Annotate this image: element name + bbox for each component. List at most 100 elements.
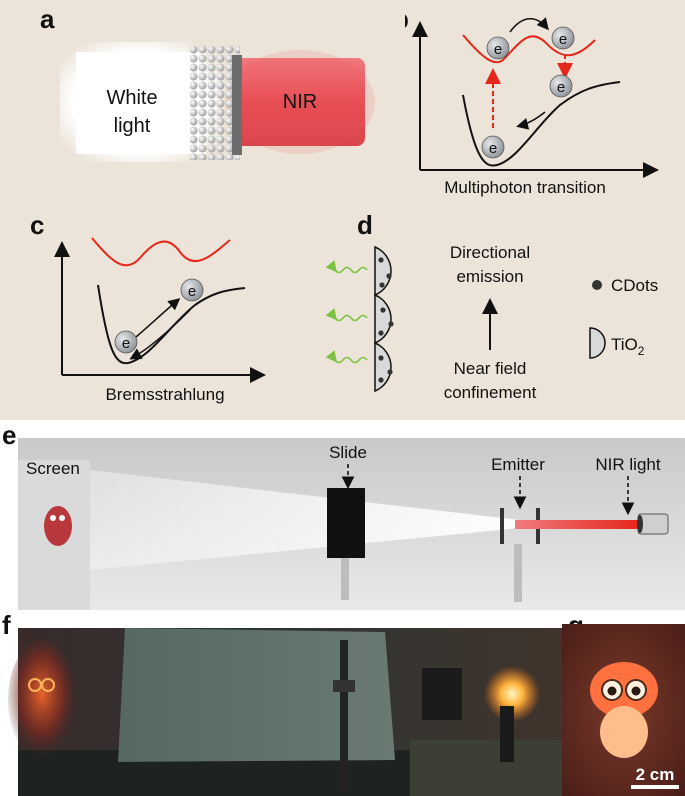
- return-arrow: [516, 111, 546, 130]
- panel-g: g 2 cm: [562, 610, 685, 796]
- electron-1: [481, 135, 505, 159]
- nir-label: NIR: [283, 91, 317, 113]
- near-field-line1: Near field: [454, 359, 527, 378]
- emitter-frame: [232, 55, 242, 155]
- panel-b-drawing: e e e e Multiphoton transition: [412, 17, 659, 197]
- slide-stand: [340, 640, 348, 790]
- nir-light-label: NIR light: [595, 455, 660, 474]
- owl-pupil-right: [631, 686, 641, 696]
- electron-3-label: e: [559, 31, 567, 48]
- scale-bar-label: 2 cm: [636, 765, 675, 784]
- slide-holder: [333, 680, 355, 692]
- white-light-label-line1: White: [106, 87, 157, 109]
- red-potential-curve-b: [462, 34, 596, 64]
- slide-label: Slide: [329, 443, 367, 462]
- screen-figure-eye-right: [59, 515, 65, 521]
- panel-a: a: [0, 0, 405, 200]
- electron-c-top: [180, 278, 204, 302]
- green-emission-1: [325, 260, 368, 274]
- electron-2-label: e: [494, 41, 502, 58]
- laser-source-glow: [484, 666, 540, 722]
- cdot: [378, 355, 384, 361]
- emitter-post: [514, 544, 522, 602]
- instrument-box: [422, 668, 462, 720]
- electron-4-label: e: [557, 79, 565, 96]
- caption-c: Bremsstrahlung: [105, 385, 224, 404]
- tio2-hemisphere-1: [374, 245, 392, 297]
- emitter-holder-left: [500, 508, 504, 544]
- cdot: [388, 321, 394, 327]
- green-emission-2: [325, 308, 368, 322]
- white-light-block: [76, 52, 206, 154]
- panel-letter-c: c: [30, 210, 45, 240]
- panel-letter-f: f: [2, 610, 11, 640]
- cdot: [379, 282, 385, 288]
- projected-owl-glow: [8, 640, 76, 760]
- hop-arrow: [509, 17, 549, 33]
- white-light-label-line2: light: [114, 115, 151, 137]
- nir-source-aperture: [637, 515, 643, 533]
- panel-letter-e: e: [2, 420, 17, 450]
- directional-emission-line1: Directional: [450, 243, 530, 262]
- slide-plate: [327, 488, 365, 558]
- tio2-hemisphere-2: [374, 293, 392, 345]
- panel-e: e: [0, 420, 685, 610]
- electron-c-bottom-label: e: [122, 335, 130, 352]
- panel-letter-a: a: [40, 4, 55, 34]
- owl-head: [590, 662, 658, 718]
- near-field-line2: confinement: [444, 383, 537, 402]
- panel-c: c e e Bremsstrahlung: [0, 200, 315, 420]
- projected-owl-eye-right: [41, 678, 55, 692]
- scale-bar: [631, 785, 679, 789]
- electron-1-label: e: [489, 140, 497, 157]
- panel-d-drawing: Directional emission Near field confinem…: [325, 243, 658, 402]
- panel-c-drawing: e e Bremsstrahlung: [54, 237, 266, 404]
- white-curtain: [118, 628, 395, 762]
- screen-figure-eye-left: [50, 515, 56, 521]
- electron-c-top-label: e: [188, 283, 196, 300]
- slide-post: [341, 558, 349, 600]
- directional-emission-line2: emission: [456, 267, 523, 286]
- nir-glow: [225, 50, 375, 154]
- cdot: [386, 273, 392, 279]
- panel-f-photo: [8, 628, 562, 796]
- screen-label: Screen: [26, 459, 80, 478]
- nir-beam: [515, 520, 640, 529]
- nir-block: [235, 58, 365, 146]
- tio2-hemisphere-3: [374, 341, 392, 393]
- electron-4: [549, 74, 573, 98]
- panel-letter-b: b: [405, 6, 409, 32]
- black-potential-curve-c: [97, 284, 246, 365]
- electron-c-bottom: [114, 330, 138, 354]
- bremsstrahlung-down-arrow: [129, 309, 191, 360]
- panel-f: f: [0, 610, 562, 796]
- caption-b: Multiphoton transition: [444, 178, 606, 197]
- cdot: [378, 257, 384, 263]
- screen-figure-body: [44, 506, 72, 546]
- panel-letter-d: d: [357, 210, 373, 240]
- electron-3: [551, 26, 575, 50]
- panel-e-drawing: Screen Slide Emitter NIR light: [18, 438, 685, 610]
- owl-pupil-left: [607, 686, 617, 696]
- electron-2: [486, 36, 510, 60]
- red-potential-curve-c: [91, 237, 231, 267]
- panel-d: d: [315, 200, 685, 420]
- cdot: [378, 330, 384, 336]
- legend-cdots-marker: [592, 280, 602, 290]
- cdot: [380, 307, 386, 313]
- legend-tio2-marker: [589, 327, 606, 359]
- panel-b: b e: [405, 0, 685, 200]
- emitter-array: [190, 46, 240, 160]
- green-emission-3: [325, 350, 368, 364]
- cdot: [378, 377, 384, 383]
- black-potential-curve-b: [462, 81, 621, 167]
- panel-g-photo: 2 cm: [562, 624, 685, 796]
- legend-tio2-subscript: 2: [638, 344, 645, 358]
- legend-cdots-label: CDots: [611, 276, 658, 295]
- laser-mount: [500, 706, 514, 762]
- panel-a-drawing: White light NIR: [60, 42, 375, 162]
- legend-tio2-label: TiO2: [611, 335, 645, 358]
- emitter-label: Emitter: [491, 455, 545, 474]
- optical-breadboard: [410, 740, 562, 796]
